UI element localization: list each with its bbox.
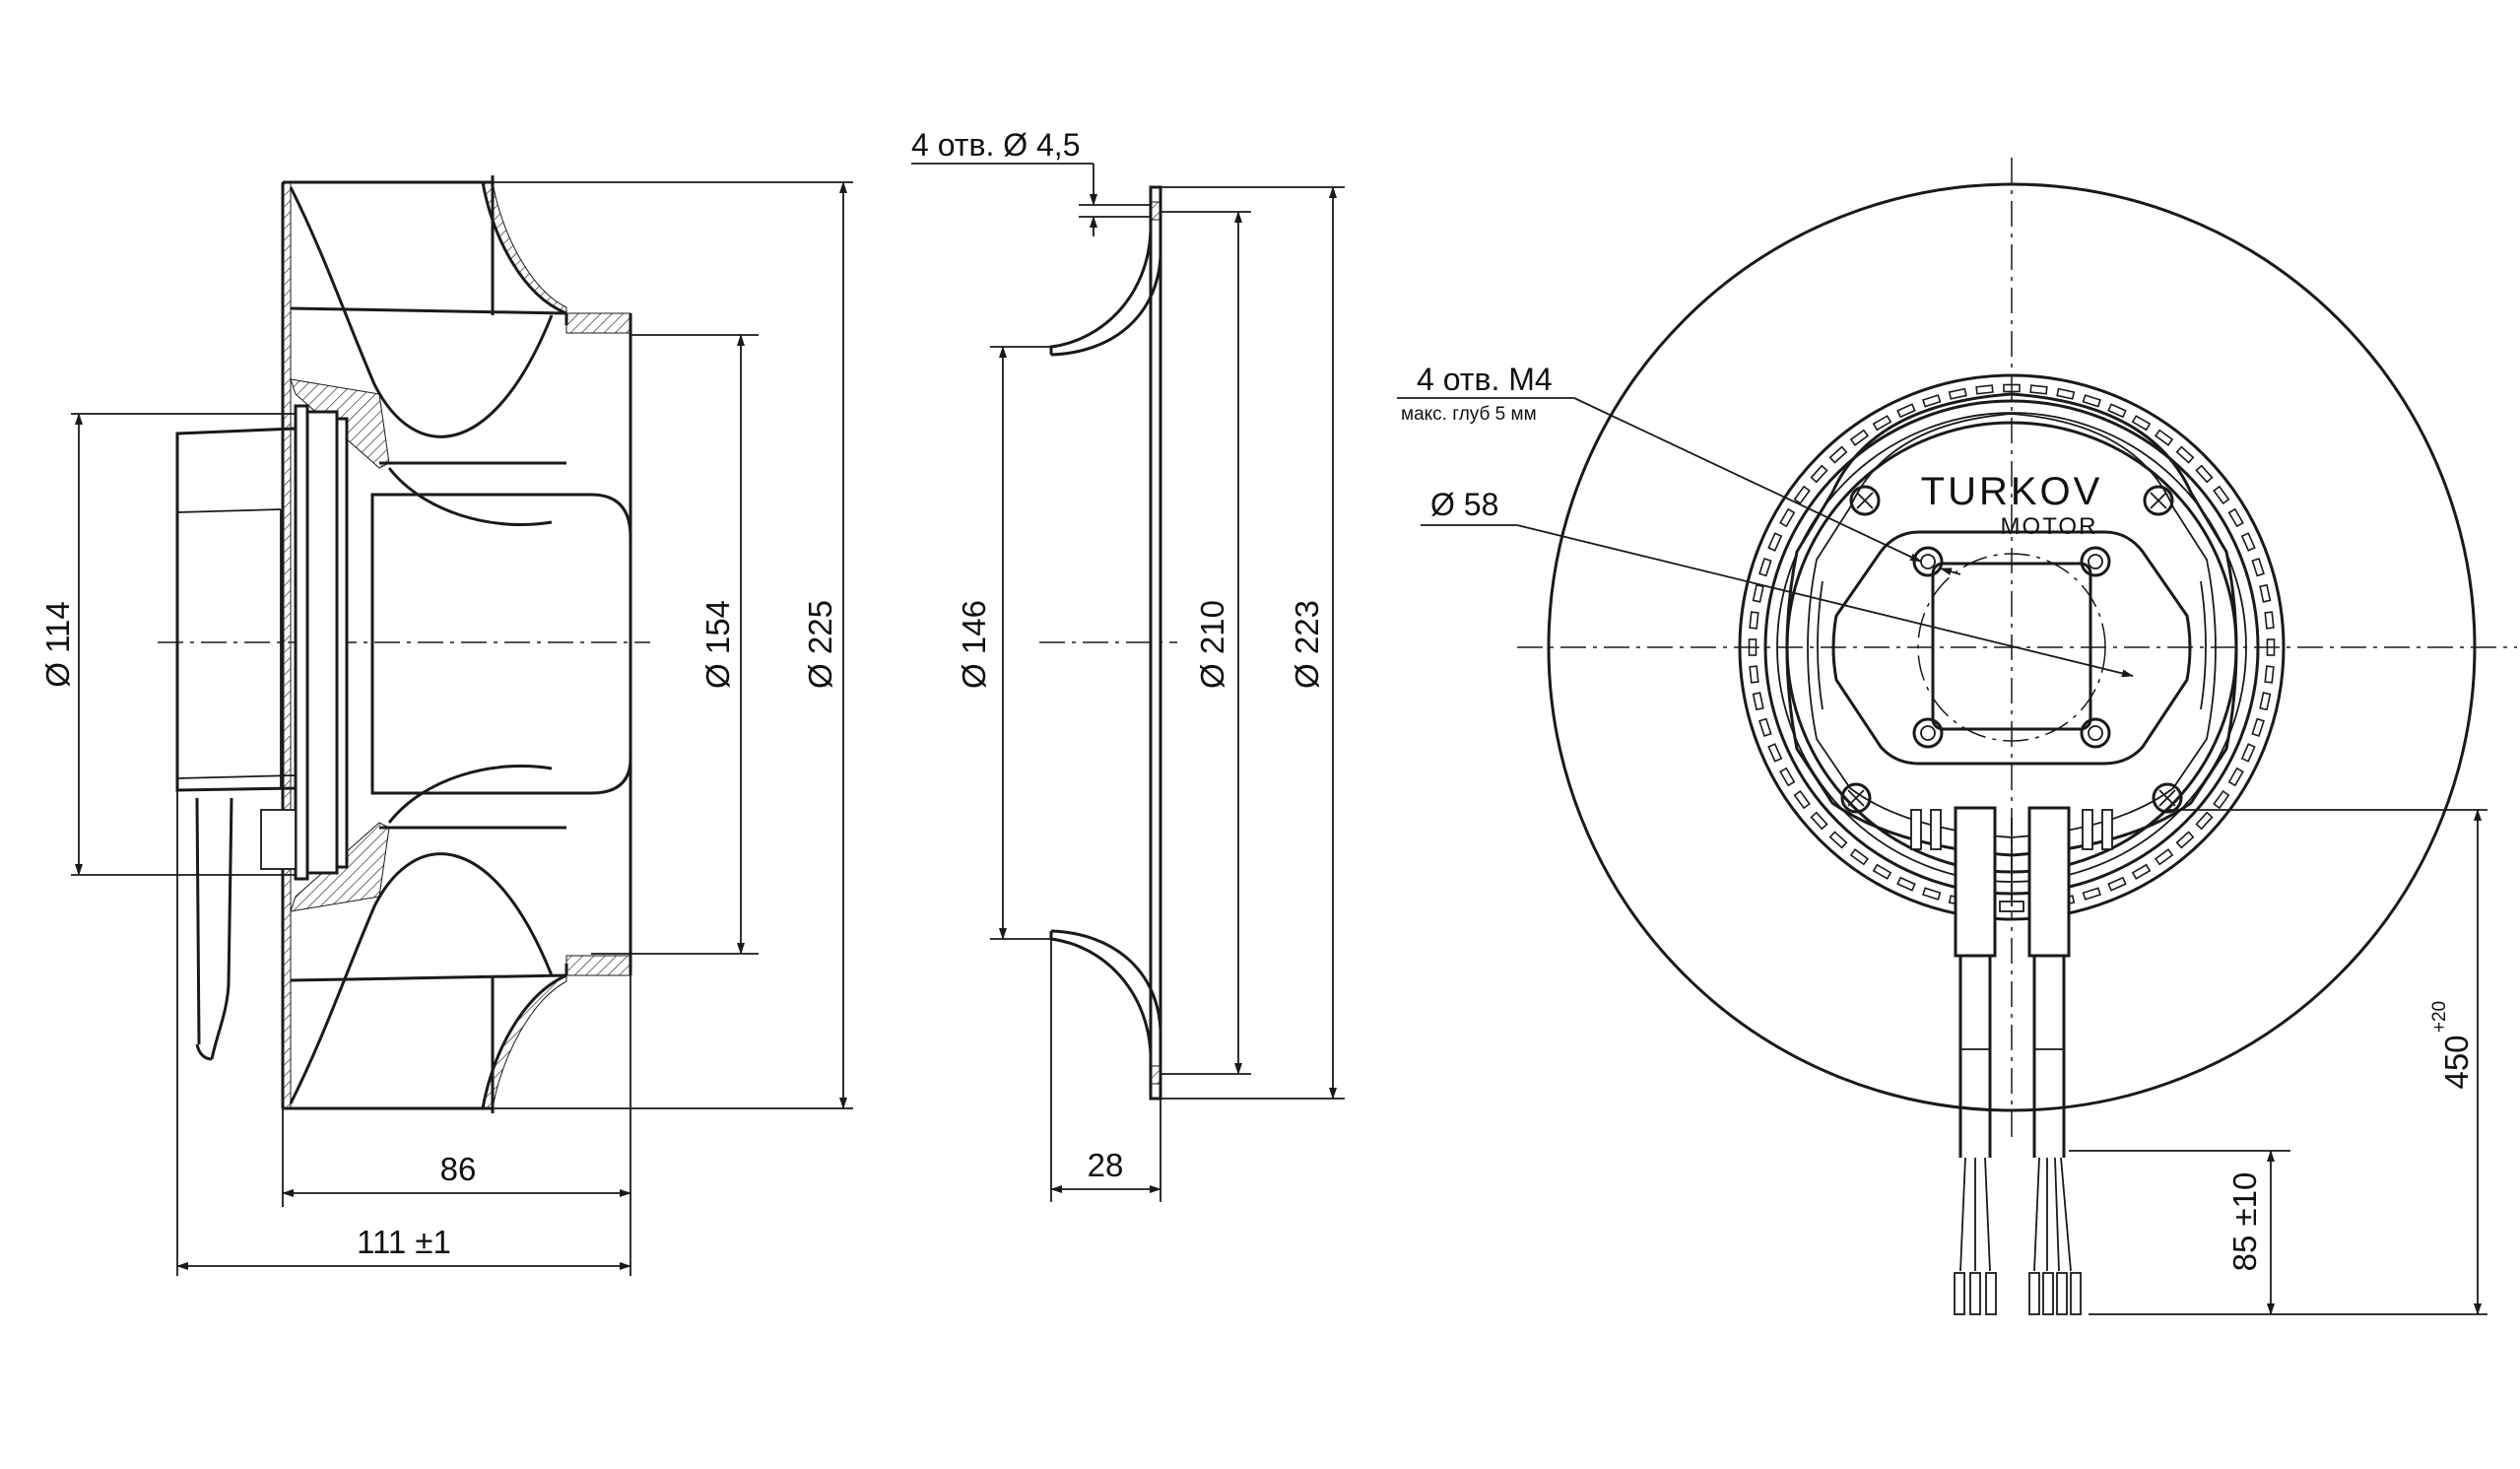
motor-face-outline [1785, 392, 2238, 857]
vent-slot [1793, 789, 1811, 810]
vent-slot [1872, 863, 1892, 880]
vent-slot [1849, 429, 1870, 446]
vent-slot [2259, 583, 2272, 603]
vent-slot [1922, 394, 1942, 408]
vent-slot [1849, 848, 1870, 866]
wheel-shroud-section [282, 181, 292, 1109]
vent-slot [2056, 387, 2076, 400]
vent-slot [1896, 876, 1916, 892]
vent-slot [2175, 831, 2195, 849]
blade-lower [289, 852, 554, 1104]
vent-slot [1828, 831, 1848, 849]
nozzle-profile-top [1049, 231, 1153, 351]
vent-slot [2003, 383, 2021, 393]
vent-slot [2029, 384, 2048, 395]
vent-slot [2131, 415, 2152, 432]
side-view: Ø 114 Ø 154 Ø 225 86 111 ±1 [39, 175, 853, 1276]
vent-slot [1810, 811, 1828, 831]
vent-slot [2154, 429, 2174, 446]
dimension-85: 85 ±10 [2226, 1172, 2263, 1272]
cables [1954, 956, 2082, 1315]
dimension-d223: Ø 223 [1289, 600, 1325, 689]
vent-slot [1896, 403, 1916, 419]
dimension-450-tolerance: +20 [2429, 1001, 2450, 1033]
dimension-450: 450 [2438, 1035, 2475, 1089]
vent-slot [1810, 464, 1828, 484]
d58-label: Ø 58 [1430, 487, 1498, 522]
dimension-86: 86 [440, 1151, 477, 1187]
dimension-d146: Ø 146 [956, 600, 992, 689]
vent-slot [1872, 415, 1892, 432]
vent-slot [2227, 767, 2244, 787]
vent-slot [1752, 583, 1764, 603]
m4-label: 4 отв. М4 [1417, 362, 1553, 397]
vent-slot [2107, 876, 2127, 892]
d58-circle [1917, 553, 2106, 742]
m4-sublabel: макс. глуб 5 мм [1401, 404, 1537, 425]
screws [1840, 485, 2183, 814]
vent-slot [2195, 811, 2214, 831]
motor-flange [294, 404, 309, 881]
vent-slot [1749, 665, 1759, 684]
inlet-nozzle-view: 4 отв. Ø 4,5 Ø 146 Ø 210 Ø 223 28 [911, 127, 1345, 1202]
front-view: TURKOV MOTOR [1397, 158, 2517, 1315]
blade-upper [289, 186, 554, 438]
vent-slot [1752, 692, 1764, 711]
nozzle-profile-bottom [1049, 935, 1153, 1055]
cable-gland-left [1954, 806, 1997, 958]
vent-slot [2213, 789, 2230, 810]
vent-slot [2259, 692, 2272, 711]
vent-slot [2264, 611, 2275, 630]
vent-slot [1767, 532, 1783, 552]
vent-slot [2240, 532, 2256, 552]
dimension-d154: Ø 154 [699, 600, 736, 689]
dimension-d114: Ø 114 [39, 601, 76, 687]
electronics-box [175, 427, 298, 792]
dimension-28: 28 [1088, 1147, 1124, 1183]
nozzle-flange [1149, 185, 1162, 1101]
cable [195, 797, 201, 1045]
vent-slot [1749, 611, 1759, 630]
vent-slot [1758, 558, 1772, 577]
vent-slot [2213, 485, 2230, 505]
vent-slot [1922, 887, 1942, 901]
vent-slot [2240, 743, 2256, 763]
dimension-d210: Ø 210 [1194, 600, 1230, 689]
logo-turkov: TURKOV [1921, 470, 2103, 513]
vent-slot [2195, 464, 2214, 484]
vent-slot [1828, 445, 1848, 464]
vent-slot [1975, 384, 1994, 395]
vent-slot [1779, 767, 1796, 787]
wheel-outer-circle [1547, 182, 2477, 1112]
vent-slot [1948, 387, 1967, 400]
vent-slot [1793, 485, 1811, 505]
dimension-d225: Ø 225 [802, 600, 838, 689]
vent-slot [2251, 558, 2265, 577]
vent-slot [2175, 445, 2195, 464]
vent-slot [2082, 887, 2101, 901]
vent-slot [1748, 638, 1757, 656]
vent-slot [1758, 717, 1772, 737]
cable-gland-right [2027, 806, 2071, 958]
vent-slot [2264, 665, 2275, 684]
vent-slot [2154, 848, 2174, 866]
vent-slot [1767, 743, 1783, 763]
vent-slot [2131, 863, 2152, 880]
holes-label: 4 отв. Ø 4,5 [911, 127, 1080, 163]
bottom-ribs [1910, 809, 2113, 850]
vent-slot [2082, 394, 2101, 408]
rotor-drum [370, 493, 632, 795]
vent-slot [2107, 403, 2127, 419]
dimension-111: 111 ±1 [357, 1224, 451, 1260]
vent-slot [2251, 717, 2265, 737]
vent-slot [2227, 507, 2244, 528]
vent-slot [1779, 507, 1796, 528]
vent-slot [2266, 638, 2276, 656]
logo-motor: MOTOR [2001, 513, 2098, 540]
